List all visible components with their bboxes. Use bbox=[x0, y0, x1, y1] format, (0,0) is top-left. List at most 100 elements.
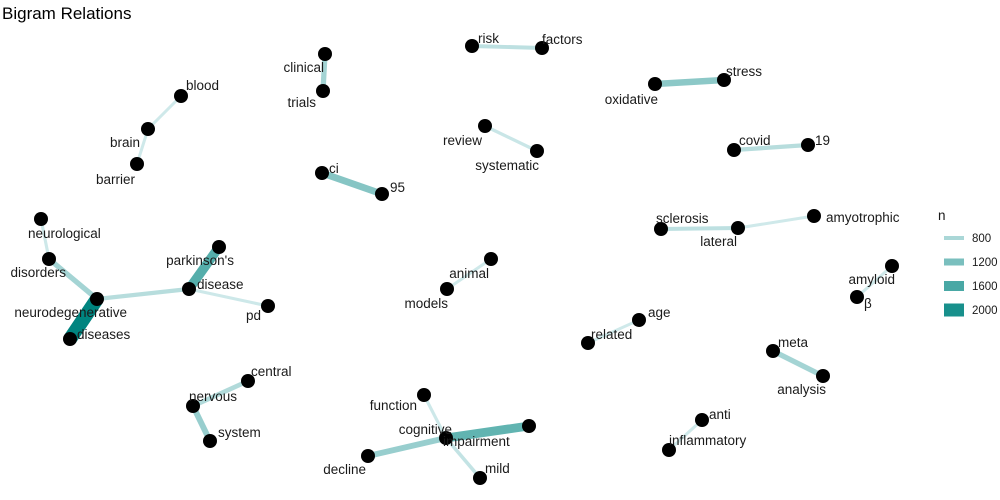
node-age bbox=[632, 313, 646, 327]
node-label-risk: risk bbox=[478, 31, 499, 46]
node-label-disorders: disorders bbox=[10, 265, 66, 280]
edge-oxidative-stress bbox=[654, 76, 725, 88]
nodes-layer bbox=[34, 39, 899, 485]
node-label-diseases: diseases bbox=[77, 327, 131, 342]
node-brain bbox=[141, 122, 155, 136]
edge-animal-models bbox=[446, 257, 492, 291]
node-label-amyloid: amyloid bbox=[848, 272, 895, 287]
node-mild bbox=[473, 471, 487, 485]
node-label-models: models bbox=[404, 296, 448, 311]
edge-blood-brain bbox=[146, 94, 183, 131]
edge-meta-analysis bbox=[771, 348, 825, 379]
node-anti bbox=[695, 413, 709, 427]
node-label-blood: blood bbox=[186, 78, 219, 93]
legend-title: n bbox=[938, 208, 946, 223]
edge-lateral-amyotrophic bbox=[737, 214, 815, 230]
node-label-decline: decline bbox=[323, 462, 366, 477]
node-pd bbox=[261, 299, 275, 313]
edge-decline-cognitive bbox=[367, 435, 447, 459]
node-analysis bbox=[816, 369, 830, 383]
node-label-cognitive: cognitive bbox=[399, 422, 452, 437]
node-label-lateral: lateral bbox=[700, 234, 737, 249]
chart-title: Bigram Relations bbox=[2, 4, 132, 23]
node-meta bbox=[766, 344, 780, 358]
node-label-age: age bbox=[648, 305, 671, 320]
node-review bbox=[478, 119, 492, 133]
node-label-brain: brain bbox=[110, 135, 140, 150]
node-ci bbox=[315, 166, 329, 180]
node-related bbox=[581, 336, 595, 350]
node-function bbox=[417, 388, 431, 402]
edge-age-related bbox=[587, 318, 640, 345]
node-amyloid bbox=[885, 259, 899, 273]
node-decline bbox=[361, 449, 375, 463]
node-label-pd: pd bbox=[246, 308, 261, 323]
edge-parkinsons-disease bbox=[185, 244, 223, 292]
node-label-sclerosis: sclerosis bbox=[656, 211, 709, 226]
edge-function-cognitive bbox=[422, 394, 448, 439]
node-label-parkinsons: parkinson's bbox=[166, 253, 234, 268]
node-19 bbox=[801, 138, 815, 152]
node-parkinsons bbox=[212, 240, 226, 254]
node-label-factors: factors bbox=[542, 32, 583, 47]
node-label-beta: β bbox=[864, 296, 872, 311]
edge-review-systematic bbox=[484, 124, 538, 153]
node-disease bbox=[182, 282, 196, 296]
node-label-function: function bbox=[370, 398, 417, 413]
edge-disorders-neurodegenerative bbox=[47, 256, 99, 302]
node-label-systematic: systematic bbox=[475, 158, 539, 173]
node-label-disease: disease bbox=[197, 277, 244, 292]
edge-risk-factors bbox=[471, 44, 543, 50]
node-label-covid: covid bbox=[739, 133, 771, 148]
node-label-related: related bbox=[591, 327, 632, 342]
edge-sclerosis-lateral bbox=[660, 226, 739, 231]
node-cognitive bbox=[439, 431, 453, 445]
node-amyotrophic bbox=[807, 209, 821, 223]
node-systematic bbox=[530, 144, 544, 158]
node-blood bbox=[174, 89, 188, 103]
node-label-impairment: impairment bbox=[443, 434, 510, 449]
legend-label-1600: 1600 bbox=[972, 281, 998, 293]
node-inflammatory bbox=[662, 443, 676, 457]
edge-covid-19 bbox=[733, 142, 809, 153]
node-stress bbox=[717, 73, 731, 87]
node-label-barrier: barrier bbox=[96, 172, 136, 187]
edge-amyloid-beta bbox=[856, 264, 893, 299]
node-label-stress: stress bbox=[726, 64, 762, 79]
node-label-nervous: nervous bbox=[189, 389, 237, 404]
node-label-neurodegenerative: neurodegenerative bbox=[14, 305, 127, 320]
node-central bbox=[241, 374, 255, 388]
node-label-review: review bbox=[443, 133, 482, 148]
node-barrier bbox=[130, 157, 144, 171]
node-label-oxidative: oxidative bbox=[605, 92, 658, 107]
node-label-ci: ci bbox=[329, 161, 339, 176]
node-label-19: 19 bbox=[815, 133, 830, 148]
edge-neurodegenerative-disease bbox=[96, 286, 190, 302]
node-label-inflammatory: inflammatory bbox=[669, 433, 747, 448]
node-animal bbox=[484, 252, 498, 266]
legend-label-800: 800 bbox=[972, 233, 991, 245]
node-beta bbox=[850, 290, 864, 304]
node-label-trials: trials bbox=[287, 95, 316, 110]
legend-label-2000: 2000 bbox=[972, 305, 998, 317]
node-factors bbox=[535, 41, 549, 55]
node-sclerosis bbox=[654, 222, 668, 236]
node-impairment bbox=[522, 419, 536, 433]
node-nervous bbox=[186, 399, 200, 413]
edge-ci-95 bbox=[320, 169, 384, 198]
node-label-central: central bbox=[251, 364, 292, 379]
node-system bbox=[203, 434, 217, 448]
edge-mild-cognitive bbox=[444, 436, 482, 480]
node-label-analysis: analysis bbox=[777, 382, 826, 397]
edge-anti-inflammatory bbox=[667, 418, 704, 452]
node-oxidative bbox=[648, 77, 662, 91]
node-neurodegenerative bbox=[90, 292, 104, 306]
node-label-mild: mild bbox=[485, 461, 510, 476]
node-neurological bbox=[34, 212, 48, 226]
edge-disease-pd bbox=[188, 287, 269, 308]
edge-central-nervous bbox=[192, 378, 249, 409]
node-label-clinical: clinical bbox=[283, 60, 324, 75]
node-lateral bbox=[731, 221, 745, 235]
